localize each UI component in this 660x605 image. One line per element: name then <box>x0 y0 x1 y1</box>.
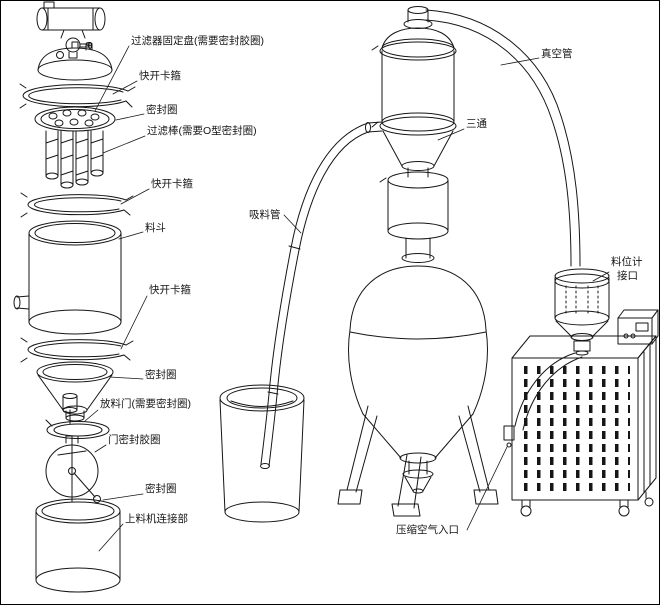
label-hopper: 料斗 <box>145 221 166 234</box>
compressed-air-hose <box>503 352 583 448</box>
label-door-seal-ring: 门密封胶圈 <box>108 433 161 446</box>
label-seal-ring-3: 密封圈 <box>145 482 177 495</box>
label-tee: 三通 <box>466 118 487 130</box>
vacuum-hose <box>425 9 581 267</box>
vacuum-receiver-unit <box>365 6 457 263</box>
label-seal-ring-2: 密封圈 <box>145 368 177 381</box>
door-flap <box>45 435 101 503</box>
label-level-gauge-port-line2: 接口 <box>617 269 638 282</box>
label-compressed-air-inlet: 压缩空气入口 <box>396 523 459 536</box>
label-quick-clamp-1: 快开卡箍 <box>139 69 181 82</box>
label-quick-clamp-2: 快开卡箍 <box>151 177 193 190</box>
motor-unit <box>36 1 106 59</box>
level-gauge-receiver <box>554 268 610 356</box>
filter-fixing-plate <box>34 106 116 132</box>
line-art <box>13 1 659 593</box>
label-feeder-connection: 上料机连接部 <box>125 512 188 525</box>
filter-rods <box>45 130 104 189</box>
material-bucket <box>219 384 305 523</box>
base-cylinder <box>35 498 121 593</box>
label-filter-plate: 过滤器固定盘(需要密封胶圈) <box>131 34 264 47</box>
suction-hose <box>260 122 369 469</box>
label-vacuum-pipe: 真空管 <box>541 47 573 60</box>
hopper-body <box>13 220 122 335</box>
quick-clamp-ring-1 <box>19 83 136 109</box>
lid-dome <box>37 41 113 81</box>
control-cabinet <box>511 309 659 517</box>
label-seal-ring-1: 密封圈 <box>146 103 178 116</box>
label-suction-pipe: 吸料管 <box>249 208 281 221</box>
label-level-gauge-port-line1: 料位计 <box>611 255 643 268</box>
storage-tank <box>337 265 499 517</box>
leader-lines <box>84 45 610 552</box>
label-discharge-door: 放料门(需要密封圈) <box>100 397 191 410</box>
quick-clamp-ring-2 <box>20 192 134 218</box>
labels: 过滤器固定盘(需要密封胶圈) 快开卡箍 密封圈 过滤棒(需要O型密封圈) 快开卡… <box>100 34 643 536</box>
label-quick-clamp-3: 快开卡箍 <box>149 283 191 296</box>
label-filter-rod: 过滤棒(需要O型密封圈) <box>147 124 257 137</box>
quick-clamp-ring-3 <box>20 337 134 363</box>
